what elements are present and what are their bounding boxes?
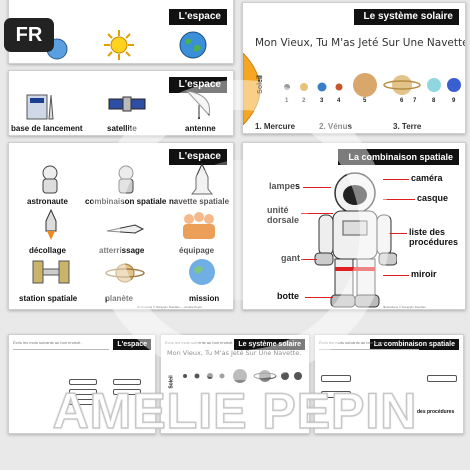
landing-icon	[106, 224, 145, 234]
worksheet-espace: L'espace Écris les mots suivants au bon …	[8, 334, 156, 434]
card-title: L'espace	[168, 149, 227, 165]
worksheet-title: La combinaison spatiale	[369, 339, 459, 350]
antenna-icon	[185, 90, 211, 119]
rocket-launch-icon	[45, 209, 57, 240]
card-espace-vocab: L'espace astronaute combinaison spatiale…	[8, 142, 234, 310]
planet-number-1: 1	[285, 98, 289, 104]
pointer-botte	[305, 297, 333, 298]
mission-icon	[189, 259, 215, 285]
planet-number-5: 5	[363, 98, 367, 104]
credit-line: Illustrations © Scrappin Doodles — Améli…	[137, 305, 202, 309]
answer-box	[321, 391, 351, 398]
space-station-icon	[32, 260, 70, 284]
worksheet-combinaison: La combinaison spatiale Écris les mots s…	[314, 334, 464, 434]
crew-icon	[183, 212, 215, 239]
label-planete: planète	[105, 294, 134, 303]
label-unite-dorsale: unité dorsale	[267, 205, 300, 225]
planet-number-9: 9	[452, 98, 456, 104]
credit-line: Illustrations © Scrappin Doodles	[383, 305, 426, 309]
worksheet-instruction: Écris les mots suivants au bon endroit :	[319, 340, 389, 345]
label-antenne: antenne	[185, 124, 216, 133]
spacesuit-icon	[118, 165, 134, 194]
earth-icon	[179, 31, 207, 59]
planet-tab-venus: 2. Vénus	[319, 122, 352, 131]
answer-tag: des procédures	[417, 409, 455, 415]
planet-tab-terre: 3. Terre	[393, 122, 422, 131]
planet-saturn-icon	[105, 263, 145, 283]
pointer-camera	[383, 179, 409, 180]
astronaut-icon	[42, 165, 58, 194]
label-combinaison-spatiale: combinaison spatiale	[85, 197, 167, 206]
card-title: L'espace	[168, 77, 227, 93]
launch-base-icon	[26, 94, 54, 120]
card-systeme-solaire: Le système solaire Mon Vieux, Tu M'as Je…	[242, 2, 466, 134]
planets-row	[183, 369, 302, 383]
pointer-liste-procedures	[389, 233, 407, 234]
planet-number-3: 3	[320, 98, 324, 104]
pointer-miroir	[383, 275, 409, 276]
planet-number-7: 7	[413, 98, 417, 104]
worksheet-title: L'espace	[113, 339, 151, 350]
brand-watermark: AMELIE PEPIN	[52, 382, 418, 440]
label-equipage: équipage	[179, 246, 215, 255]
card-title: La combinaison spatiale	[338, 149, 459, 165]
label-astronaute: astronaute	[27, 197, 68, 206]
label-casque: casque	[417, 193, 449, 203]
sun-label: Soleil	[256, 75, 264, 94]
label-station-spatiale: station spatiale	[19, 294, 78, 303]
worksheet-instruction: Écris les mots suivants au bon endroit :	[13, 340, 83, 345]
planet-number-8: 8	[432, 98, 436, 104]
label-navette-spatiale: navette spatiale	[169, 197, 230, 206]
mnemonic-sentence: Mon Vieux, Tu M'as Jeté Sur Une Navette.	[255, 37, 466, 49]
label-gant: gant	[281, 253, 300, 263]
label-satellite: satellite	[107, 124, 137, 133]
word-bank-line	[319, 349, 419, 350]
answer-box	[69, 379, 97, 385]
planet-tab-mercure: 1. Mercure	[255, 122, 296, 131]
label-lampes: lampes	[269, 181, 301, 191]
sun-icon	[243, 53, 261, 125]
answer-box	[69, 399, 97, 405]
sun-icon	[104, 30, 134, 60]
planets-row	[284, 73, 461, 97]
label-miroir: miroir	[411, 269, 437, 279]
planet-number-6: 6	[400, 98, 404, 104]
worksheet-systeme: Le système solaire Écris les mots suivan…	[160, 334, 310, 434]
answer-box	[113, 389, 141, 395]
worksheet-instruction: Écris les mots suivants au bon endroit :	[165, 340, 235, 345]
card-title: Le système solaire	[353, 9, 459, 25]
astronaut-suit-illustration	[314, 172, 397, 308]
mnemonic-sentence: Mon Vieux, Tu M'as Jeté Sur Une Navette.	[167, 349, 302, 357]
answer-box	[113, 379, 141, 385]
planet-number-4: 4	[337, 98, 341, 104]
label-base-de-lancement: base de lancement	[11, 124, 83, 133]
card-espace-mid: L'espace base de lancement satellite ant…	[8, 70, 234, 136]
card-title: L'espace	[168, 9, 227, 25]
answer-box	[321, 375, 351, 382]
worksheet-title: Le système solaire	[234, 339, 305, 350]
satellite-icon	[108, 96, 146, 112]
label-atterrissage: atterrissage	[99, 246, 145, 255]
label-liste-procedures: liste des procédures	[409, 227, 459, 247]
pointer-unite-dorsale	[301, 213, 333, 214]
label-botte: botte	[277, 291, 299, 301]
pointer-lampes	[303, 187, 331, 188]
pointer-gant	[301, 259, 317, 260]
answer-box	[427, 375, 457, 382]
answer-box	[69, 389, 97, 395]
label-decollage: décollage	[29, 246, 66, 255]
pointer-casque	[383, 199, 415, 200]
planet-number-2: 2	[302, 98, 306, 104]
label-mission: mission	[189, 294, 220, 303]
label-camera: caméra	[411, 173, 443, 183]
language-badge: FR	[4, 18, 54, 52]
shuttle-icon	[191, 163, 213, 195]
card-combinaison: La combinaison spatiale lampes unité dor…	[242, 142, 466, 310]
word-bank-line	[13, 349, 109, 350]
